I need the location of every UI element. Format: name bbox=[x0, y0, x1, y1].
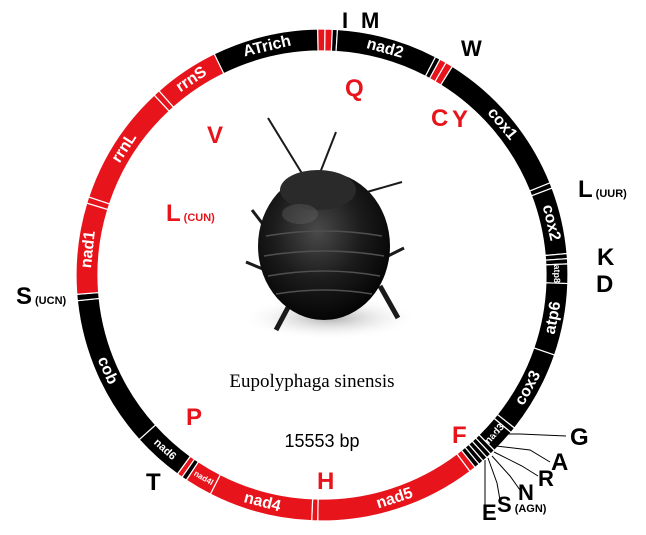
lbl-Y: Y bbox=[452, 106, 468, 133]
genome-size: 15553 bp bbox=[284, 431, 359, 451]
seg-trnI bbox=[318, 29, 325, 51]
lbl-N: N bbox=[518, 480, 534, 505]
leader-line bbox=[492, 456, 520, 490]
lbl-E: E bbox=[482, 500, 497, 525]
lbl-D: D bbox=[596, 271, 613, 298]
lbl-R: R bbox=[538, 466, 554, 491]
lbl-M: M bbox=[361, 8, 379, 33]
lbl-Q: Q bbox=[345, 75, 364, 102]
cockroach-photo bbox=[240, 118, 420, 340]
lbl-W: W bbox=[461, 36, 482, 61]
lbl-H: H bbox=[317, 468, 334, 495]
lbl-F: F bbox=[452, 422, 467, 449]
lbl-K: K bbox=[597, 244, 615, 271]
lbl-V: V bbox=[207, 122, 223, 149]
seg-nad5 bbox=[318, 454, 470, 521]
lbl-G: G bbox=[570, 424, 589, 451]
lbl-T: T bbox=[146, 469, 161, 496]
lbl-C: C bbox=[431, 105, 448, 132]
lbl-S2: S(UCN) bbox=[16, 283, 67, 310]
lbl-L2: L(UUR) bbox=[578, 176, 627, 203]
leader-line bbox=[494, 452, 538, 476]
lbl-P: P bbox=[186, 404, 202, 431]
species-name: Eupolyphaga sinensis bbox=[229, 371, 394, 392]
lbl-I: I bbox=[342, 8, 348, 33]
leader-line bbox=[496, 446, 550, 462]
lbl-L1: L(CUN) bbox=[166, 200, 215, 227]
seg-atp8-label: atp8 bbox=[552, 264, 562, 283]
